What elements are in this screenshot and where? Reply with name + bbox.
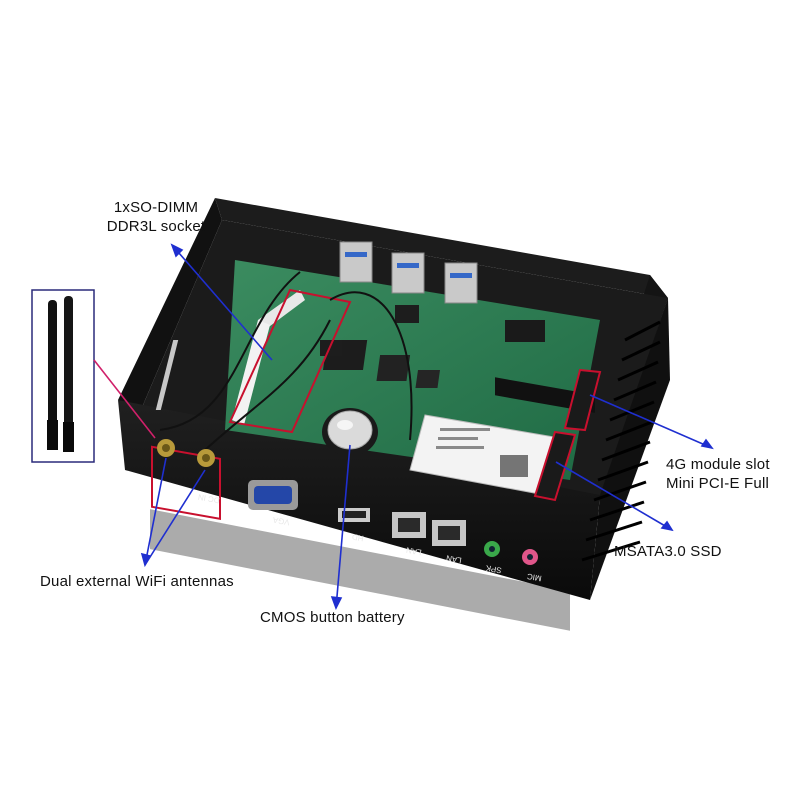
callout-module-slot-line2: Mini PCI-E Full bbox=[666, 475, 770, 492]
antenna-2 bbox=[64, 296, 73, 452]
lan-ports bbox=[392, 512, 466, 546]
pointer-antenna bbox=[93, 359, 156, 439]
port-label-spk: SPK bbox=[484, 563, 502, 575]
callout-module-slot-line1: 4G module slot bbox=[666, 456, 770, 473]
usb-port-2 bbox=[391, 252, 425, 294]
usb-port-1 bbox=[339, 241, 373, 283]
pointer-wifi-1 bbox=[144, 457, 167, 566]
callout-wifi-label: Dual external WiFi antennas bbox=[40, 573, 234, 590]
pointer-lines bbox=[93, 243, 714, 611]
port-label-mic: MIC bbox=[526, 571, 542, 582]
antenna-inset bbox=[31, 289, 95, 463]
msata-slot-highlight bbox=[533, 430, 577, 502]
pointer-msata bbox=[555, 461, 673, 531]
callout-module-slot: 4G module slot Mini PCI-E Full bbox=[666, 455, 770, 493]
pointer-cmos bbox=[335, 444, 351, 609]
callout-msata: MSATA3.0 SSD bbox=[614, 542, 722, 561]
callout-sodimm-line2: DDR3L socket bbox=[106, 218, 206, 235]
antenna-1 bbox=[48, 300, 57, 450]
antenna-connectors bbox=[151, 439, 221, 520]
sodimm-highlight bbox=[228, 288, 352, 434]
pointer-wifi-2 bbox=[144, 469, 206, 566]
pointer-sodimm bbox=[171, 244, 273, 361]
callout-cmos-label: CMOS button battery bbox=[260, 609, 405, 626]
cmos-battery bbox=[322, 408, 378, 456]
wifi-card bbox=[409, 414, 561, 496]
port-label-lan1: LAN bbox=[405, 545, 422, 557]
port-label-dc: DC IN bbox=[197, 492, 220, 505]
front-panel: DC IN VGA HD LAN LAN SPK MIC bbox=[151, 439, 542, 583]
pointer-module-slot bbox=[589, 394, 713, 449]
port-label-lan2: LAN bbox=[445, 553, 462, 565]
port-label-vga: VGA bbox=[271, 515, 290, 527]
usb-port-3 bbox=[444, 262, 478, 304]
motherboard bbox=[155, 241, 602, 502]
callout-cmos: CMOS button battery bbox=[260, 608, 405, 627]
port-label-hd: HD bbox=[351, 532, 364, 543]
callout-msata-label: MSATA3.0 SSD bbox=[614, 543, 722, 560]
module-slot-highlight bbox=[563, 368, 602, 432]
callout-sodimm-line1: 1xSO-DIMM bbox=[113, 199, 199, 216]
callout-sodimm: 1xSO-DIMM DDR3L socket bbox=[88, 198, 224, 236]
callout-wifi: Dual external WiFi antennas bbox=[40, 572, 234, 591]
vga-port bbox=[248, 480, 298, 510]
